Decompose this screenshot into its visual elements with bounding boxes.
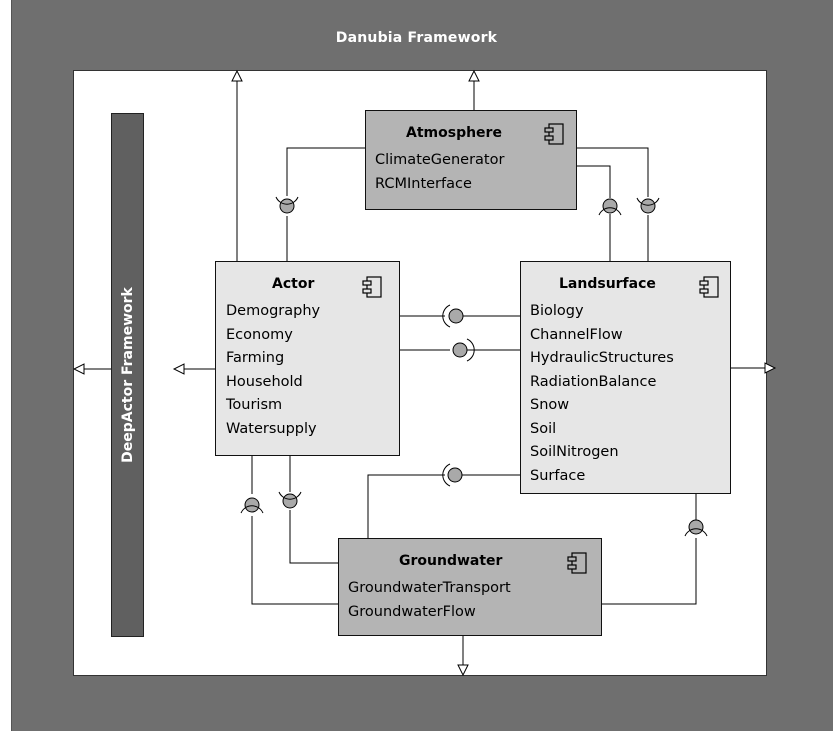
landsurface-items: Biology ChannelFlow HydraulicStructures … [530,300,674,488]
list-item: Household [226,373,303,390]
list-item: Surface [530,467,586,484]
list-item: HydraulicStructures [530,350,674,366]
list-item: Demography [226,303,321,319]
atmo-land-wire-b [576,165,611,198]
actor-items: Demography Economy Farming Household Tou… [226,300,320,441]
component-icon [567,552,587,574]
landsurface-title: Landsurface [559,276,656,292]
socket-actor-ground-2 [240,505,264,514]
list-item: Biology [530,303,584,319]
component-icon [699,276,719,298]
list-item: ChannelFlow [530,326,623,343]
interface-ball-actor-land-2 [452,342,468,358]
socket-actor-land-2 [466,338,475,362]
interface-ball-land-ground [447,467,463,483]
actor-component: Actor Demography Economy Farming Househo… [215,261,400,456]
atmo-land-wire-a [576,147,649,197]
arrow-up-atmosphere [468,69,480,82]
component-icon [544,123,564,145]
list-item: SoilNitrogen [530,444,619,460]
list-item: Economy [226,326,293,343]
interface-ball-actor-land-1 [448,308,464,324]
list-item: Watersupply [226,420,317,437]
arrow-down-groundwater [457,664,469,677]
list-item: RadiationBalance [530,373,657,390]
list-item: Snow [530,397,570,413]
groundwater-component: Groundwater GroundwaterTransport Groundw… [338,538,602,636]
arrow-left-deepactor [72,363,85,375]
socket-actor-land-1 [442,304,451,328]
arrow-left-actor [172,363,185,375]
socket-land-ground-right [684,528,708,537]
list-item: Tourism [226,397,283,413]
list-item: Soil [530,420,557,437]
arrow-right-landsurface [764,362,777,374]
list-item: ClimateGenerator [375,152,505,168]
frame-title: Danubia Framework [335,30,498,46]
interface-ball-atmo-actor [279,198,295,214]
actor-title: Actor [272,276,315,292]
list-item: GroundwaterFlow [348,603,476,620]
interface-ball-land-ground-right [688,519,704,535]
atmosphere-title: Atmosphere [406,125,502,141]
socket-land-ground [442,463,451,487]
atmo-actor-wire [286,147,365,196]
interface-ball-actor-ground-2 [244,497,260,513]
interface-ball-atmo-land [640,198,656,214]
atmosphere-component: Atmosphere ClimateGenerator RCMInterface [365,110,577,210]
deepactor-framework-box: DeepActor Framework [111,113,144,637]
atmosphere-items: ClimateGenerator RCMInterface [375,149,504,196]
list-item: RCMInterface [375,175,472,192]
deepactor-title: DeepActor Framework [119,287,136,463]
list-item: Farming [226,350,285,366]
groundwater-items: GroundwaterTransport GroundwaterFlow [348,577,511,624]
socket-atmo-land [636,197,660,206]
socket-atmo-land-2 [598,207,622,216]
socket-actor-ground [278,491,302,500]
arrow-up-actor [231,69,243,82]
landsurface-component: Landsurface Biology ChannelFlow Hydrauli… [520,261,731,494]
interface-ball-actor-ground [282,493,298,509]
socket-atmo-actor [275,196,299,205]
list-item: GroundwaterTransport [348,580,511,596]
groundwater-title: Groundwater [399,553,503,569]
component-icon [362,276,382,298]
interface-ball-atmo-land-2 [602,198,618,214]
